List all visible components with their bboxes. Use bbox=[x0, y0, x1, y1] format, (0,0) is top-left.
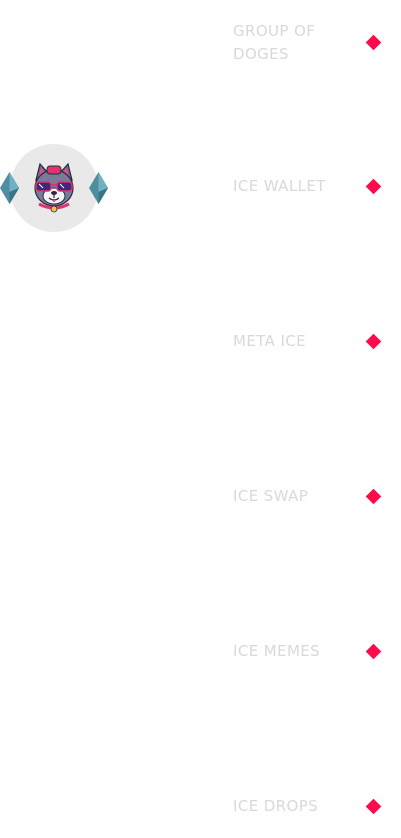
menu-item-label: META ICE bbox=[233, 332, 307, 350]
doge-sunglasses-icon bbox=[34, 162, 74, 213]
diamond-icon bbox=[365, 643, 382, 660]
menu-item-ice-wallet[interactable]: ICE WALLET bbox=[233, 175, 383, 198]
menu-item-label: ICE SWAP bbox=[233, 487, 309, 505]
diamond-icon bbox=[365, 333, 382, 350]
doge-logo[interactable] bbox=[0, 144, 108, 232]
menu-item-label: ICE WALLET bbox=[233, 177, 326, 195]
diamond-icon bbox=[365, 34, 382, 51]
menu-item-label: ICE MEMES bbox=[233, 642, 321, 660]
menu-item-ice-memes[interactable]: ICE MEMES bbox=[233, 640, 383, 663]
ethereum-gem-right-icon bbox=[89, 172, 108, 204]
diamond-icon bbox=[365, 178, 382, 195]
menu-item-label: ICE DROPS bbox=[233, 797, 319, 815]
menu-item-label: GROUP OF DOGES bbox=[233, 22, 316, 63]
ethereum-gem-left-icon bbox=[0, 172, 19, 204]
menu-item-group-of-doges[interactable]: GROUP OF DOGES bbox=[233, 20, 383, 66]
menu-item-meta-ice[interactable]: META ICE bbox=[233, 330, 383, 353]
menu-item-ice-swap[interactable]: ICE SWAP bbox=[233, 485, 383, 508]
menu-item-ice-drops[interactable]: ICE DROPS bbox=[233, 795, 383, 818]
diamond-icon bbox=[365, 798, 382, 815]
diamond-icon bbox=[365, 488, 382, 505]
